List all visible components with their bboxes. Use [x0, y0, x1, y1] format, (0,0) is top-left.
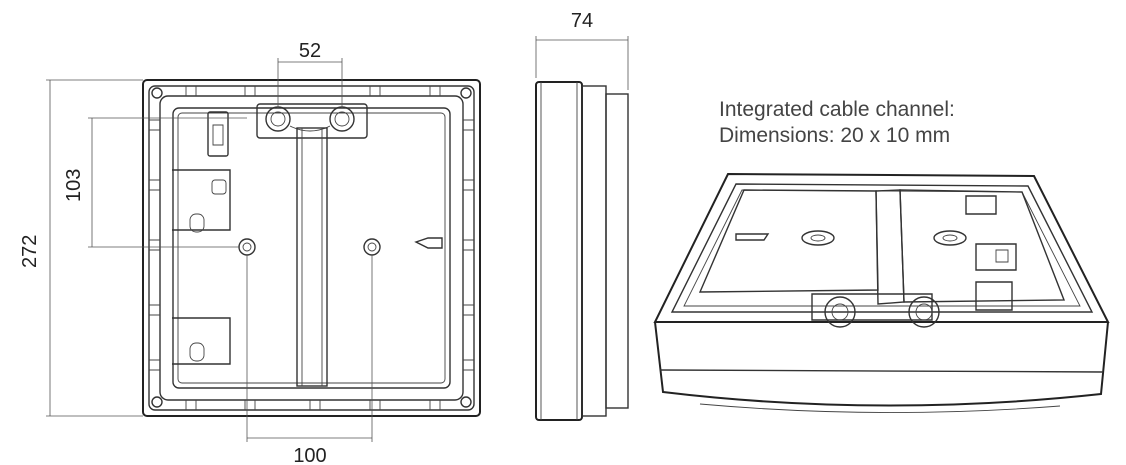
dimension-74: 74	[571, 10, 593, 32]
front-view	[142, 79, 481, 417]
cable-entry-top	[256, 103, 368, 139]
cable-channel	[296, 127, 328, 387]
dimension-lines-front	[46, 58, 373, 442]
dimension-52: 52	[299, 40, 321, 62]
left-clips	[172, 111, 231, 365]
isometric-view	[653, 172, 1110, 413]
side-view	[535, 36, 629, 421]
dimension-100: 100	[293, 445, 326, 465]
caption-line-2: Dimensions: 20 x 10 mm	[719, 124, 951, 147]
dimension-272: 272	[19, 235, 41, 268]
latch	[414, 237, 443, 249]
mounting-holes	[238, 238, 381, 256]
caption-line-1: Integrated cable channel:	[719, 98, 955, 121]
dimension-103: 103	[63, 169, 85, 202]
corner-bosses	[151, 87, 472, 408]
cable-channel-caption: Integrated cable channel: Dimensions: 20…	[719, 97, 955, 149]
